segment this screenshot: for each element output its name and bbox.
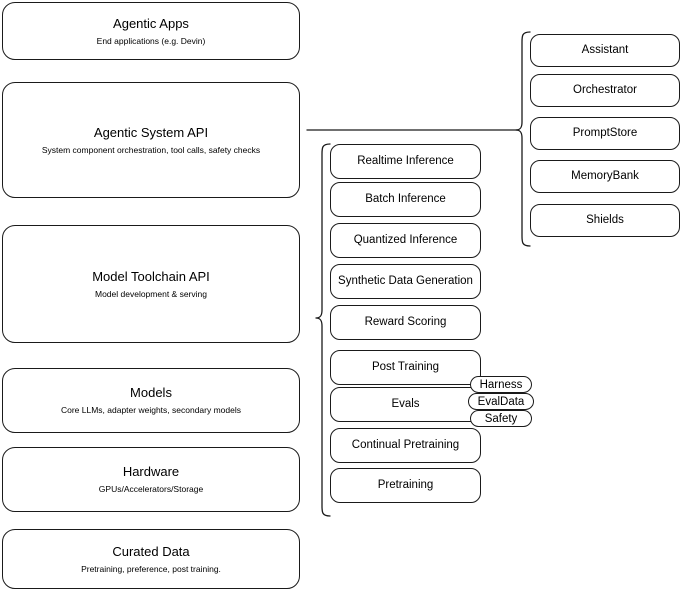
toolchain-item-quantized-inference[interactable]: Quantized Inference [330, 223, 481, 258]
layer-hardware[interactable]: Hardware GPUs/Accelerators/Storage [2, 447, 300, 512]
layer-curated-data[interactable]: Curated Data Pretraining, preference, po… [2, 529, 300, 589]
layer-title: Agentic System API [93, 124, 209, 140]
toolchain-item-label: Batch Inference [365, 193, 446, 206]
layer-title: Curated Data [112, 543, 190, 559]
layer-subtitle: System component orchestration, tool cal… [41, 144, 261, 155]
eval-badge-safety[interactable]: Safety [470, 410, 532, 427]
eval-badge-evaldata[interactable]: EvalData [468, 393, 534, 410]
toolchain-item-post-training[interactable]: Post Training [330, 350, 481, 385]
system-item-label: PromptStore [572, 127, 638, 140]
system-item-label: MemoryBank [571, 170, 639, 183]
layer-model-toolchain-api[interactable]: Model Toolchain API Model development & … [2, 225, 300, 343]
layer-subtitle: GPUs/Accelerators/Storage [98, 484, 204, 495]
layer-title: Models [130, 385, 172, 401]
eval-badge-harness[interactable]: Harness [470, 376, 532, 393]
toolchain-item-label: Evals [391, 398, 420, 411]
layer-title: Hardware [122, 464, 180, 480]
toolchain-item-label: Quantized Inference [353, 234, 458, 247]
system-item-promptstore[interactable]: PromptStore [530, 117, 680, 150]
system-item-label: Assistant [581, 44, 629, 57]
toolchain-item-realtime-inference[interactable]: Realtime Inference [330, 144, 481, 179]
layer-agentic-system-api[interactable]: Agentic System API System component orch… [2, 82, 300, 198]
system-item-shields[interactable]: Shields [530, 204, 680, 237]
toolchain-item-pretraining[interactable]: Pretraining [330, 468, 481, 503]
toolchain-item-reward-scoring[interactable]: Reward Scoring [330, 305, 481, 340]
layer-subtitle: End applications (e.g. Devin) [96, 35, 206, 46]
layer-subtitle: Pretraining, preference, post training. [81, 563, 221, 574]
toolchain-item-label: Pretraining [377, 479, 434, 492]
toolchain-item-label: Realtime Inference [357, 155, 454, 168]
toolchain-item-continual-pretraining[interactable]: Continual Pretraining [330, 428, 481, 463]
layer-subtitle: Core LLMs, adapter weights, secondary mo… [60, 405, 241, 416]
system-item-label: Shields [586, 214, 624, 227]
layer-title: Agentic Apps [113, 15, 189, 31]
toolchain-item-label: Reward Scoring [364, 316, 447, 329]
toolchain-item-label: Synthetic Data Generation [338, 275, 473, 288]
system-item-label: Orchestrator [573, 84, 637, 97]
toolchain-item-synthetic-data-generation[interactable]: Synthetic Data Generation [330, 264, 481, 299]
system-item-assistant[interactable]: Assistant [530, 34, 680, 67]
toolchain-item-batch-inference[interactable]: Batch Inference [330, 182, 481, 217]
toolchain-item-label: Post Training [371, 361, 440, 374]
toolchain-components-brace [315, 143, 331, 517]
toolchain-item-evals[interactable]: Evals [330, 387, 481, 422]
layer-subtitle: Model development & serving [95, 288, 207, 299]
layer-agentic-apps[interactable]: Agentic Apps End applications (e.g. Devi… [2, 2, 300, 60]
system-components-brace [515, 31, 531, 247]
system-item-orchestrator[interactable]: Orchestrator [530, 74, 680, 107]
system-item-memorybank[interactable]: MemoryBank [530, 160, 680, 193]
layer-models[interactable]: Models Core LLMs, adapter weights, secon… [2, 368, 300, 433]
toolchain-item-label: Continual Pretraining [351, 439, 460, 452]
layer-title: Model Toolchain API [92, 268, 210, 284]
